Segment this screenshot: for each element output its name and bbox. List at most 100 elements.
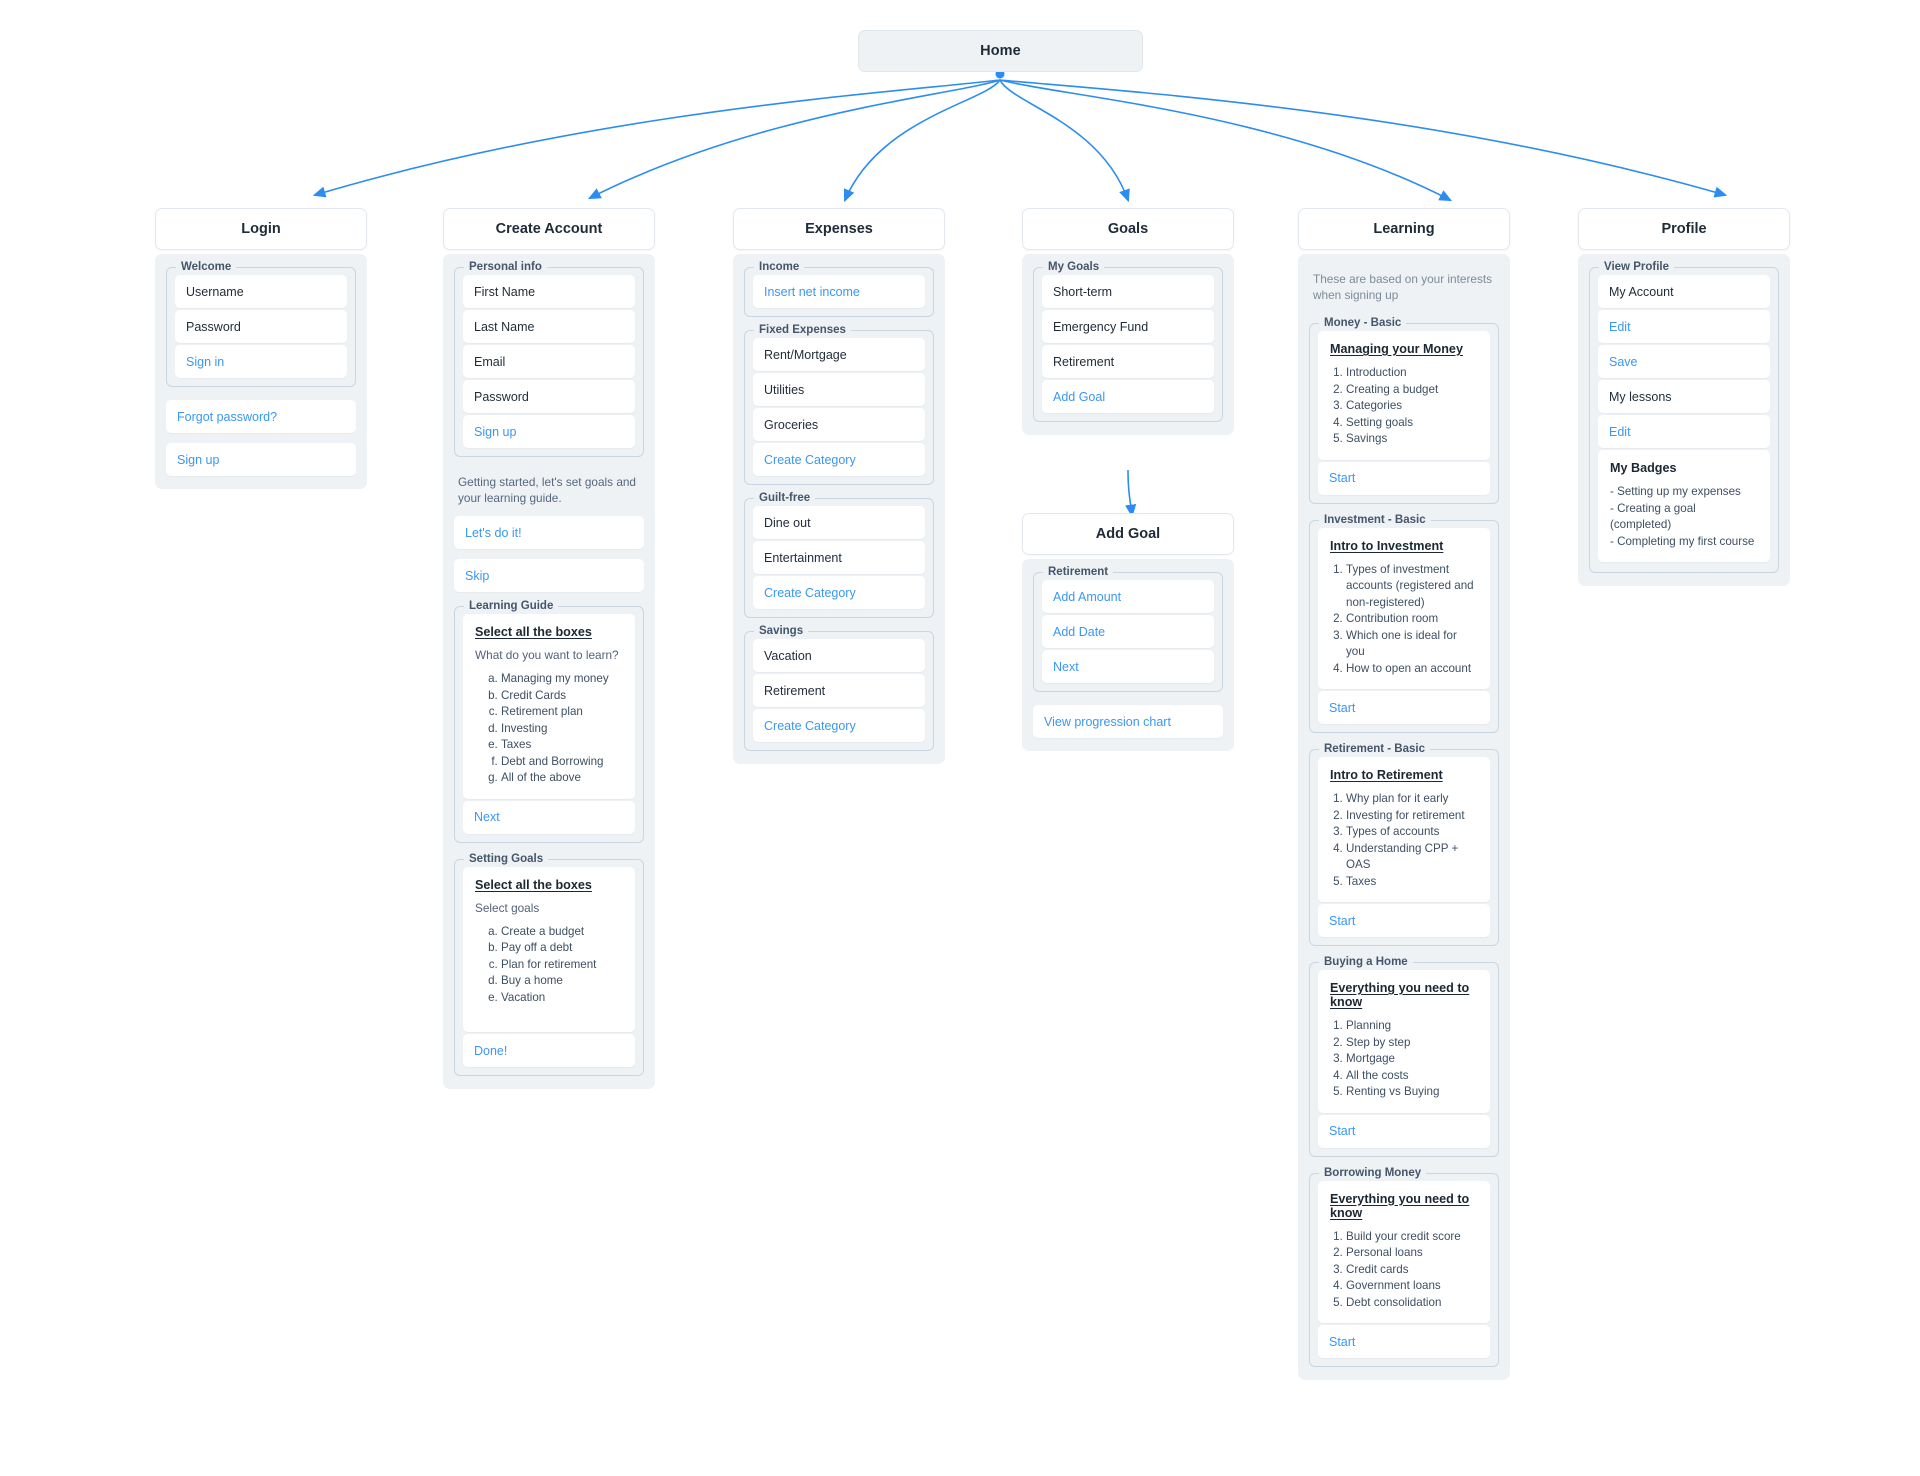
list-item[interactable]: Personal loans (1346, 1245, 1478, 1262)
list-item[interactable]: All of the above (501, 770, 623, 787)
savings-item-retirement[interactable]: Retirement (753, 674, 925, 707)
module-start-button[interactable]: Start (1318, 691, 1490, 724)
email-field[interactable]: Email (463, 345, 635, 378)
learning-guide-next-button[interactable]: Next (463, 800, 635, 834)
module-card: Managing your Money Introduction Creatin… (1318, 331, 1490, 460)
save-profile-button[interactable]: Save (1598, 345, 1770, 378)
module-start-button[interactable]: Start (1318, 904, 1490, 937)
savings-legend: Savings (754, 624, 809, 638)
list-item[interactable]: Contribution room (1346, 611, 1478, 628)
list-item[interactable]: Introduction (1346, 365, 1478, 382)
list-item[interactable]: Create a budget (501, 924, 623, 941)
list-item[interactable]: Pay off a debt (501, 940, 623, 957)
guilt-free-legend: Guilt-free (754, 491, 816, 505)
add-goal-next-button[interactable]: Next (1042, 650, 1214, 683)
setting-goals-done-button[interactable]: Done! (463, 1034, 635, 1067)
add-goal-button[interactable]: Add Goal (1042, 380, 1214, 413)
login-password-field[interactable]: Password (175, 310, 347, 343)
list-item[interactable]: Renting vs Buying (1346, 1084, 1478, 1101)
add-amount-button[interactable]: Add Amount (1042, 580, 1214, 613)
learning-module-borrowing-money: Borrowing Money Everything you need to k… (1309, 1165, 1499, 1367)
expense-item-dine-out[interactable]: Dine out (753, 506, 925, 539)
list-item[interactable]: Investing for retirement (1346, 808, 1478, 825)
list-item[interactable]: Categories (1346, 398, 1478, 415)
module-start-button[interactable]: Start (1318, 1325, 1490, 1358)
list-item[interactable]: Debt and Borrowing (501, 754, 623, 771)
module-start-button[interactable]: Start (1318, 461, 1490, 495)
list-item[interactable]: Creating a budget (1346, 382, 1478, 399)
list-item[interactable]: Buy a home (501, 973, 623, 990)
skip-button[interactable]: Skip (454, 559, 644, 592)
create-category-fixed-button[interactable]: Create Category (753, 443, 925, 476)
savings-item-vacation[interactable]: Vacation (753, 639, 925, 672)
module-heading: Managing your Money (1330, 342, 1463, 356)
password-field[interactable]: Password (463, 380, 635, 413)
list-item[interactable]: Planning (1346, 1018, 1478, 1035)
expense-item-rent[interactable]: Rent/Mortgage (753, 338, 925, 371)
node-add-goal: Add Goal Retirement Add Amount Add Date … (1022, 513, 1234, 751)
add-goal-retirement-legend: Retirement (1043, 565, 1114, 579)
list-item[interactable]: Debt consolidation (1346, 1295, 1478, 1312)
create-category-savings-button[interactable]: Create Category (753, 709, 925, 742)
my-lessons-row[interactable]: My lessons (1598, 380, 1770, 413)
list-item[interactable]: Credit cards (1346, 1262, 1478, 1279)
first-name-field[interactable]: First Name (463, 275, 635, 308)
add-date-button[interactable]: Add Date (1042, 615, 1214, 648)
list-item[interactable]: Types of accounts (1346, 824, 1478, 841)
forgot-password-link[interactable]: Forgot password? (166, 400, 356, 433)
income-group: Income Insert net income (744, 260, 934, 317)
goals-title: Goals (1022, 208, 1234, 250)
list-item[interactable]: Plan for retirement (501, 957, 623, 974)
list-item[interactable]: Understanding CPP + OAS (1346, 841, 1478, 874)
list-item[interactable]: Vacation (501, 990, 623, 1007)
list-item[interactable]: Why plan for it early (1346, 791, 1478, 808)
learning-note: These are based on your interests when s… (1313, 272, 1493, 302)
sign-up-button[interactable]: Sign up (463, 415, 635, 448)
list-item[interactable]: Credit Cards (501, 688, 623, 705)
my-account-row[interactable]: My Account (1598, 275, 1770, 308)
list-item[interactable]: All the costs (1346, 1068, 1478, 1085)
insert-net-income-button[interactable]: Insert net income (753, 275, 925, 308)
module-legend: Money - Basic (1319, 316, 1407, 330)
list-item[interactable]: Step by step (1346, 1035, 1478, 1052)
expense-item-entertainment[interactable]: Entertainment (753, 541, 925, 574)
list-item[interactable]: Setting goals (1346, 415, 1478, 432)
view-progression-chart-link[interactable]: View progression chart (1033, 705, 1223, 738)
goal-item-short-term[interactable]: Short-term (1042, 275, 1214, 308)
list-item[interactable]: Managing my money (501, 671, 623, 688)
module-card: Everything you need to know Planning Ste… (1318, 970, 1490, 1113)
list-item[interactable]: Investing (501, 721, 623, 738)
goal-item-retirement[interactable]: Retirement (1042, 345, 1214, 378)
my-badges-heading: My Badges (1610, 461, 1677, 475)
list-item[interactable]: Taxes (501, 737, 623, 754)
module-topics: Planning Step by step Mortgage All the c… (1346, 1018, 1478, 1101)
list-item[interactable]: Which one is ideal for you (1346, 628, 1478, 661)
list-item[interactable]: Savings (1346, 431, 1478, 448)
lets-do-it-button[interactable]: Let's do it! (454, 516, 644, 549)
module-heading: Intro to Retirement (1330, 768, 1443, 782)
create-category-guilt-free-button[interactable]: Create Category (753, 576, 925, 609)
edit-account-button[interactable]: Edit (1598, 310, 1770, 343)
module-topics: Build your credit score Personal loans C… (1346, 1229, 1478, 1312)
goal-item-emergency-fund[interactable]: Emergency Fund (1042, 310, 1214, 343)
module-start-button[interactable]: Start (1318, 1114, 1490, 1148)
list-item[interactable]: Retirement plan (501, 704, 623, 721)
edit-lessons-button[interactable]: Edit (1598, 415, 1770, 448)
node-home[interactable]: Home (858, 30, 1143, 72)
module-legend: Borrowing Money (1319, 1165, 1427, 1180)
list-item[interactable]: Government loans (1346, 1278, 1478, 1295)
last-name-field[interactable]: Last Name (463, 310, 635, 343)
list-item[interactable]: Build your credit score (1346, 1229, 1478, 1246)
expense-item-utilities[interactable]: Utilities (753, 373, 925, 406)
list-item[interactable]: Taxes (1346, 874, 1478, 891)
sign-up-link[interactable]: Sign up (166, 443, 356, 476)
expenses-panel: Income Insert net income Fixed Expenses … (733, 254, 945, 764)
node-goals: Goals My Goals Short-term Emergency Fund… (1022, 208, 1234, 435)
list-item[interactable]: Mortgage (1346, 1051, 1478, 1068)
sign-in-button[interactable]: Sign in (175, 345, 347, 378)
expense-item-groceries[interactable]: Groceries (753, 408, 925, 441)
login-username-field[interactable]: Username (175, 275, 347, 308)
list-item[interactable]: Types of investment accounts (registered… (1346, 562, 1478, 612)
my-goals-legend: My Goals (1043, 260, 1105, 274)
list-item[interactable]: How to open an account (1346, 661, 1478, 678)
